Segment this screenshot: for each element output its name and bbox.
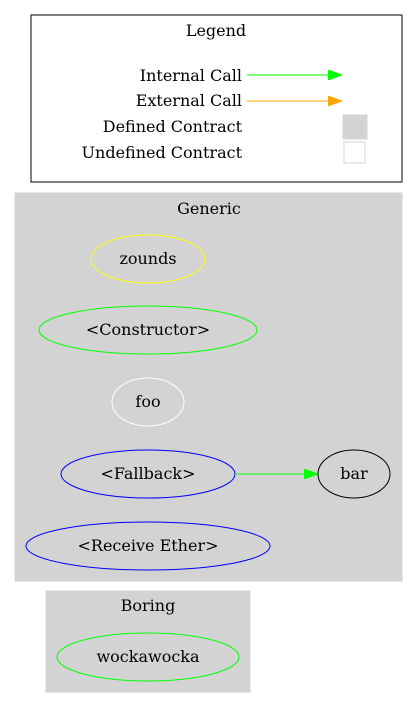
node-constructor-shape bbox=[38, 305, 258, 355]
legend-defined-contract-label: Defined Contract bbox=[103, 117, 243, 136]
legend-external-call-label: External Call bbox=[136, 91, 242, 110]
node-zounds-shape bbox=[90, 234, 206, 284]
cluster-generic-title: Generic bbox=[177, 199, 241, 218]
node-wockawocka-shape bbox=[56, 632, 240, 682]
node-receive-ether-label: <Receive Ether> bbox=[78, 536, 219, 555]
node-wockawocka-label: wockawocka bbox=[96, 647, 200, 666]
node-wockawocka[interactable]: wockawocka bbox=[56, 632, 240, 682]
legend-internal-call-label: Internal Call bbox=[140, 66, 242, 85]
node-receive-ether-shape bbox=[25, 521, 271, 571]
legend-undefined-contract-swatch bbox=[343, 141, 366, 164]
cluster-boring: Boring wockawocka bbox=[45, 590, 251, 693]
node-foo-label: foo bbox=[135, 392, 160, 411]
node-constructor[interactable]: <Constructor> bbox=[38, 305, 258, 355]
cluster-boring-title: Boring bbox=[121, 596, 176, 615]
node-foo-shape bbox=[111, 377, 185, 427]
cluster-generic: Generic zounds <Constructor> foo <Fallba… bbox=[14, 192, 403, 582]
legend-title: Legend bbox=[186, 21, 246, 40]
node-bar-shape bbox=[317, 449, 391, 499]
cluster-generic-box bbox=[14, 192, 403, 582]
node-bar[interactable]: bar bbox=[317, 449, 391, 499]
node-fallback-label: <Fallback> bbox=[100, 464, 195, 483]
node-foo[interactable]: foo bbox=[111, 377, 185, 427]
legend-undefined-contract-label: Undefined Contract bbox=[82, 143, 243, 162]
node-zounds-label: zounds bbox=[119, 249, 176, 268]
legend: Legend Internal Call External Call Defin… bbox=[30, 14, 403, 183]
legend-defined-contract-swatch bbox=[342, 114, 368, 140]
node-receive-ether[interactable]: <Receive Ether> bbox=[25, 521, 271, 571]
node-constructor-label: <Constructor> bbox=[86, 320, 210, 339]
node-zounds[interactable]: zounds bbox=[90, 234, 206, 284]
node-bar-label: bar bbox=[340, 464, 368, 483]
